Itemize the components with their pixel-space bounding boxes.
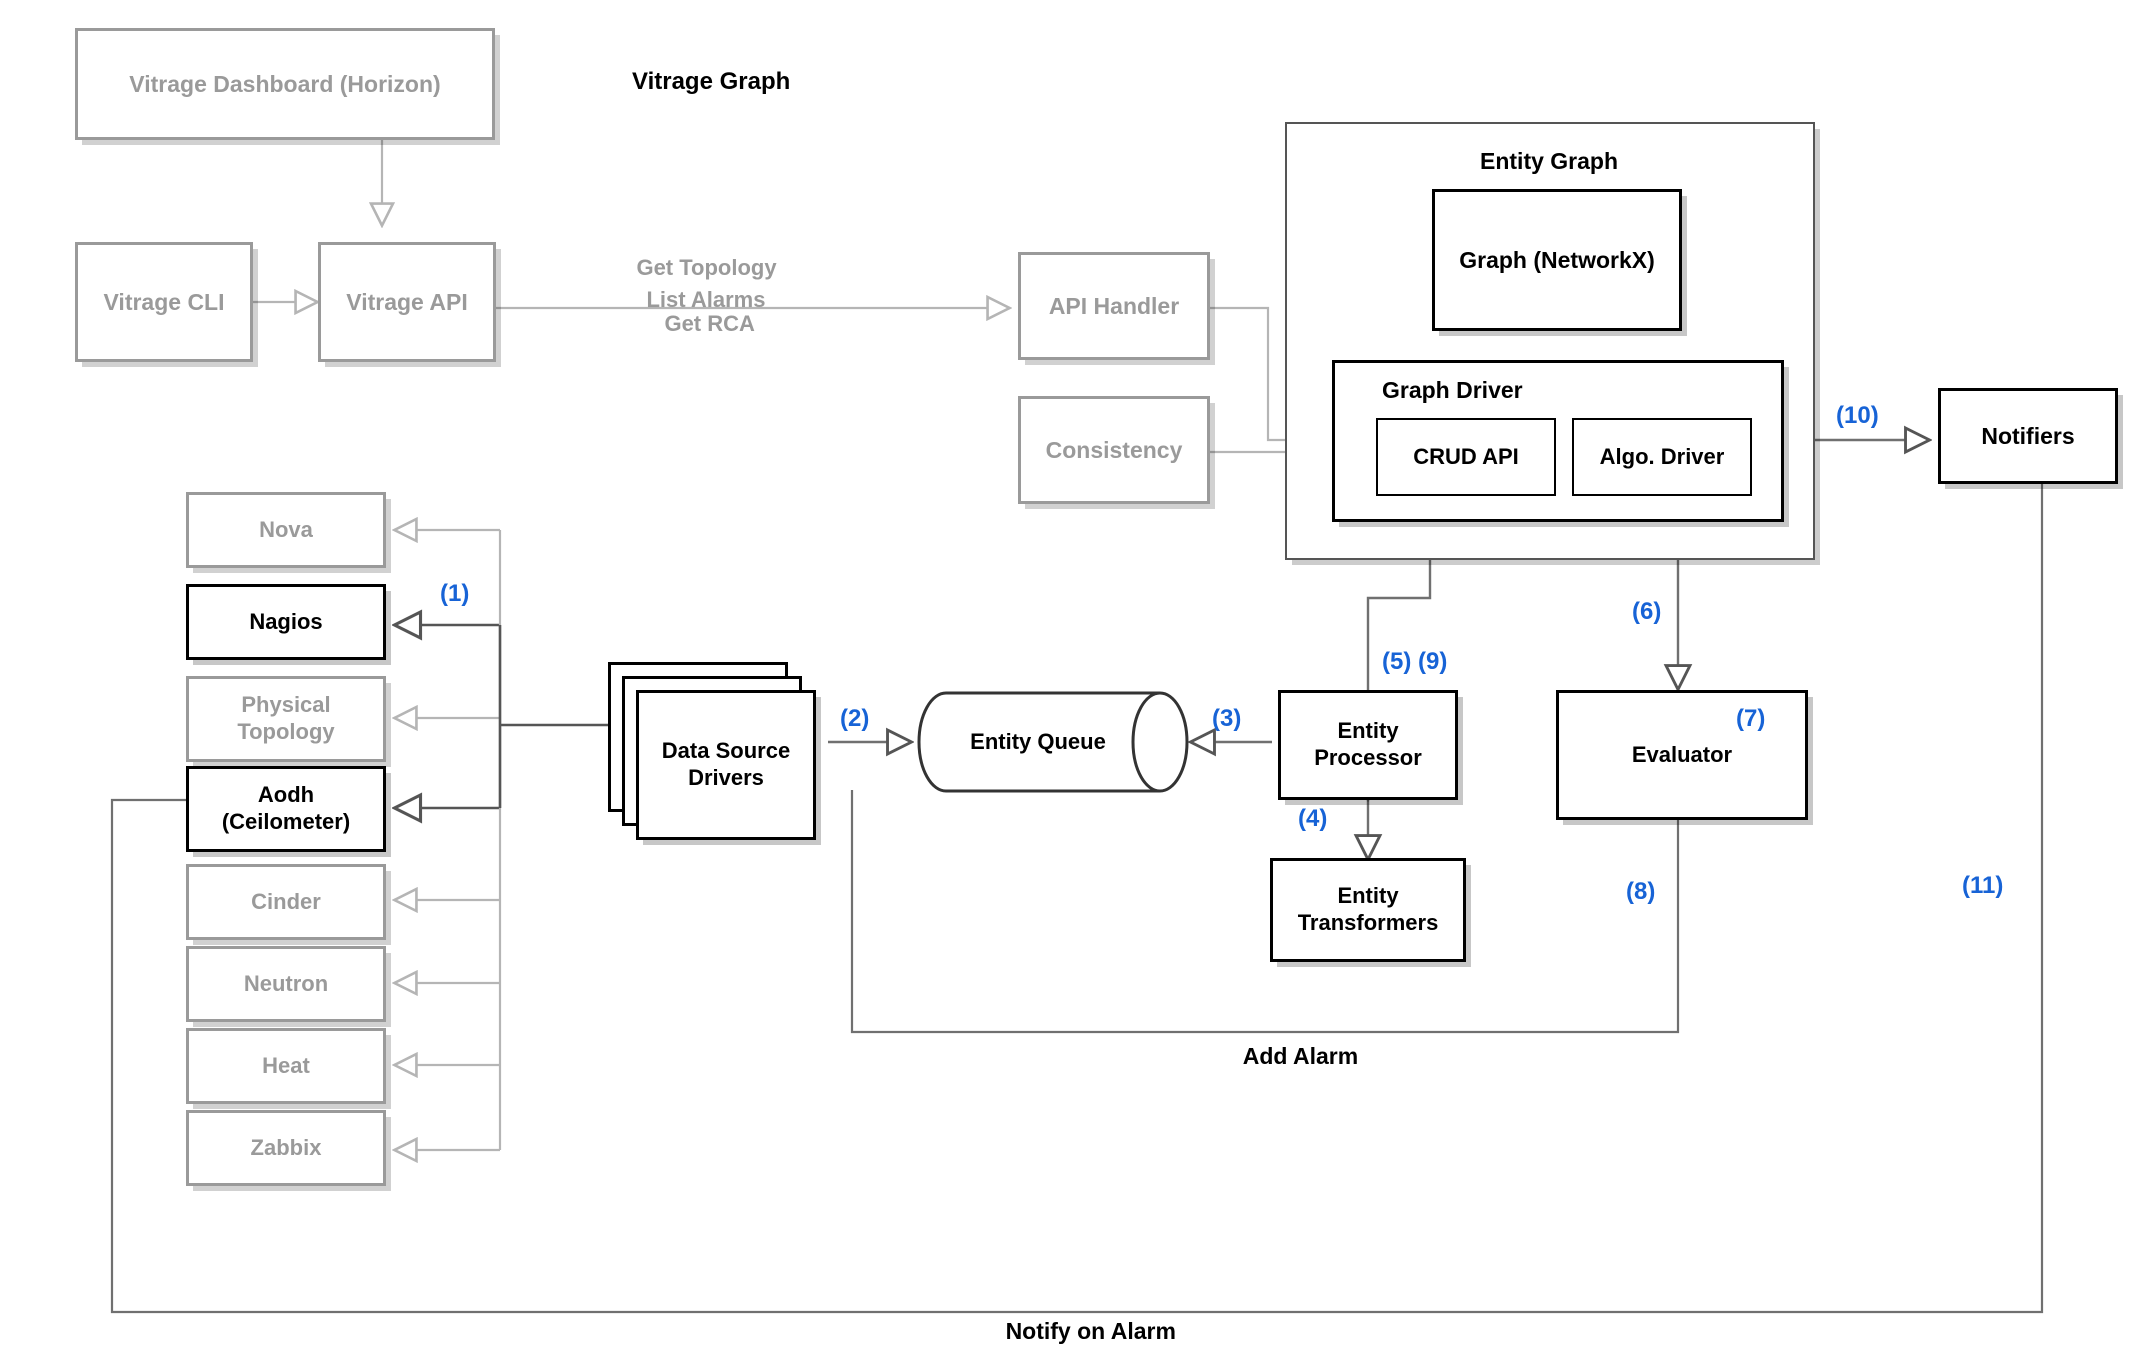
- data-source-physical-topology[interactable]: Physical Topology: [186, 676, 386, 762]
- list-alarms-label: List Alarms: [646, 286, 766, 312]
- data-source-drivers-box[interactable]: Data Source Drivers: [636, 690, 816, 840]
- data-source-nagios[interactable]: Nagios: [186, 584, 386, 660]
- step-label-3: (3): [1212, 705, 1242, 732]
- vitrage-api-box[interactable]: Vitrage API: [318, 242, 496, 362]
- vitrage-cli-label: Vitrage CLI: [103, 288, 225, 315]
- consistency-box[interactable]: Consistency: [1018, 396, 1210, 504]
- get-topology-label: Get Topology: [636, 254, 777, 280]
- consistency-label: Consistency: [1045, 436, 1183, 463]
- data-source-cinder[interactable]: Cinder: [186, 864, 386, 940]
- api-call-get-rca: Get RCA: [640, 282, 755, 365]
- entity-queue-label: Entity Queue: [970, 729, 1106, 754]
- crud-api-box[interactable]: CRUD API: [1376, 418, 1556, 496]
- entity-processor-label-line2: Processor: [1314, 745, 1422, 770]
- data-source-label: Heat: [262, 1052, 310, 1078]
- data-source-aodh[interactable]: Aodh (Ceilometer): [186, 766, 386, 852]
- data-source-nova[interactable]: Nova: [186, 492, 386, 568]
- step-label-6: (6): [1632, 598, 1662, 625]
- vitrage-api-label: Vitrage API: [346, 288, 468, 315]
- data-source-label-line1: Aodh: [257, 782, 315, 808]
- data-source-label-line2: (Ceilometer): [221, 809, 351, 834]
- step-label-2: (2): [840, 705, 870, 732]
- api-call-get-topology: Get Topology: [612, 226, 777, 309]
- add-alarm-label: Add Alarm: [1242, 1042, 1359, 1069]
- graph-networkx-box[interactable]: Graph (NetworkX): [1432, 189, 1682, 331]
- entity-graph-title: Entity Graph: [1480, 148, 1619, 174]
- api-call-list-alarms: List Alarms: [622, 258, 765, 341]
- graph-networkx-label: Graph (NetworkX): [1459, 246, 1655, 273]
- algo-driver-box[interactable]: Algo. Driver: [1572, 418, 1752, 496]
- data-source-label: Nagios: [249, 608, 323, 634]
- data-source-drivers-label-line2: Drivers: [688, 765, 764, 790]
- entity-queue-cylinder[interactable]: Entity Queue: [917, 691, 1189, 793]
- data-source-label: Neutron: [243, 970, 329, 996]
- step-label-7: (7): [1736, 705, 1766, 732]
- data-source-label: Cinder: [251, 888, 321, 914]
- entity-transformers-label-line1: Entity: [1337, 883, 1399, 909]
- step-label-5-9: (5) (9): [1382, 648, 1448, 675]
- evaluator-label: Evaluator: [1631, 741, 1733, 767]
- api-handler-label: API Handler: [1048, 292, 1180, 319]
- evaluator-box[interactable]: Evaluator: [1556, 690, 1808, 820]
- notifiers-box[interactable]: Notifiers: [1938, 388, 2118, 484]
- get-rca-label: Get RCA: [664, 310, 755, 336]
- notify-on-alarm-label: Notify on Alarm: [1005, 1317, 1176, 1344]
- entity-transformers-label-line2: Transformers: [1297, 910, 1439, 935]
- data-source-label-line2: Topology: [237, 719, 335, 744]
- step-label-8: (8): [1626, 878, 1656, 905]
- crud-api-label: CRUD API: [1413, 443, 1519, 469]
- step-label-1: (1): [440, 580, 470, 607]
- data-source-zabbix[interactable]: Zabbix: [186, 1110, 386, 1186]
- graph-driver-title: Graph Driver: [1382, 377, 1523, 403]
- data-source-label-line1: Physical: [241, 692, 331, 718]
- data-source-label: Zabbix: [250, 1134, 322, 1160]
- vitrage-cli-box[interactable]: Vitrage CLI: [75, 242, 253, 362]
- entity-transformers-box[interactable]: Entity Transformers: [1270, 858, 1466, 962]
- vitrage-graph-title: Vitrage Graph: [632, 68, 791, 95]
- entity-processor-label-line1: Entity: [1337, 718, 1399, 744]
- notifiers-label: Notifiers: [1981, 422, 2075, 449]
- algo-driver-label: Algo. Driver: [1599, 443, 1725, 469]
- data-source-neutron[interactable]: Neutron: [186, 946, 386, 1022]
- api-handler-box[interactable]: API Handler: [1018, 252, 1210, 360]
- vitrage-dashboard-label: Vitrage Dashboard (Horizon): [129, 70, 441, 97]
- entity-processor-box[interactable]: Entity Processor: [1278, 690, 1458, 800]
- step-label-11: (11): [1962, 872, 2004, 899]
- step-label-10: (10): [1836, 402, 1879, 429]
- data-source-label: Nova: [259, 516, 313, 542]
- data-source-drivers-label-line1: Data Source: [661, 738, 791, 764]
- vitrage-dashboard-box[interactable]: Vitrage Dashboard (Horizon): [75, 28, 495, 140]
- data-source-heat[interactable]: Heat: [186, 1028, 386, 1104]
- step-label-4: (4): [1298, 805, 1328, 832]
